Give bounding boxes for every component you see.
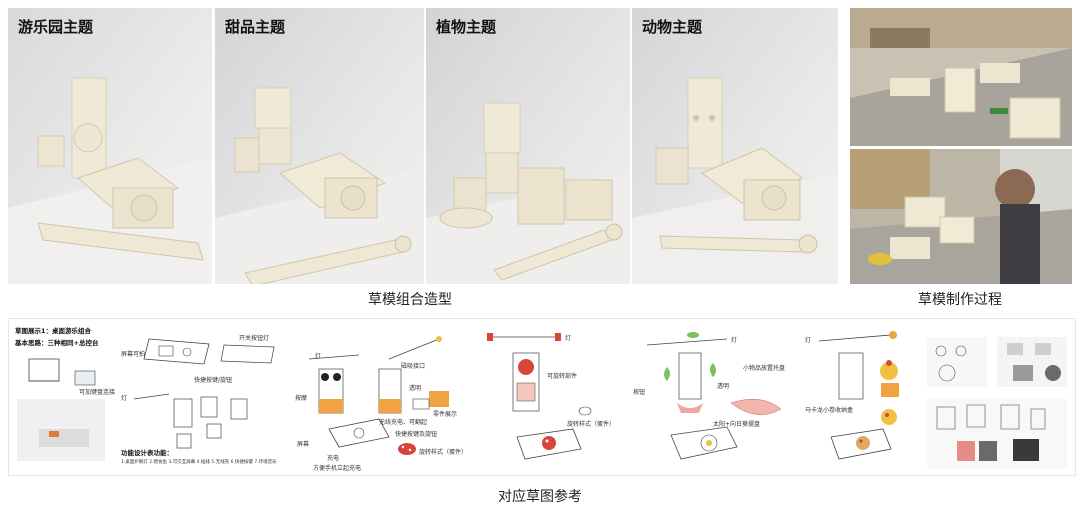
- sketch-note: 小物品放置托盘: [743, 365, 786, 372]
- sketch-panel-subtitle: 基本思路：三种相同+总控台: [15, 339, 99, 347]
- model-photo-image: [8, 8, 212, 284]
- sketch-drawing: [308, 336, 449, 455]
- photo-title: 动物主题: [642, 18, 703, 36]
- sketch-note: 充电: [327, 455, 340, 462]
- sketch-drawing: [17, 338, 275, 461]
- sketch-note: 零件展示: [433, 411, 458, 418]
- sketch-note: 可旋转部件: [547, 373, 578, 380]
- photo-plant-model: 植物主题: [426, 8, 630, 284]
- reference-images: [927, 337, 1067, 469]
- sketch-note: 透明: [717, 383, 730, 390]
- sketch-panel-3: 灯 可旋转部件 旋转样式（蛋件）: [477, 319, 625, 475]
- sketch-note: 马卡龙小卷收纳盒: [805, 407, 854, 414]
- photo-dessert-model: 甜品主题: [215, 8, 424, 284]
- sketch-note: 灯: [731, 337, 738, 344]
- photo-title: 游乐园主题: [18, 18, 94, 36]
- sketch-features-title: 功能设计表功能：: [121, 449, 173, 457]
- model-photo-image: [632, 8, 838, 284]
- photo-animal-model: 动物主题: [632, 8, 838, 284]
- sketch-note: 旋转样式（蛋件）: [419, 449, 468, 456]
- sketch-drawing: [818, 331, 899, 460]
- sketch-features: 1.桌面护眼灯 2.喂食鱼 3.可交互屏幕 4.插排 5.无线充 6.快捷按键 …: [121, 460, 277, 465]
- photo-process-top: [850, 8, 1072, 146]
- sketch-note: 按钮: [633, 389, 646, 396]
- caption-sketch-reference: 对应草图参考: [498, 489, 582, 505]
- model-photo-image: [426, 8, 630, 284]
- process-photo-image: [850, 8, 1072, 146]
- sketch-panel-4: 灯 按钮 透明 小物品放置托盘 太阳+向日葵摆盘: [627, 319, 799, 475]
- sketch-note: 快捷按键及旋钮: [395, 431, 438, 438]
- photo-amusement-park-model: 游乐园主题: [8, 8, 212, 284]
- sketch-note: 透明: [409, 385, 422, 392]
- photo-process-bottom: [850, 149, 1072, 284]
- sketch-panel-6: [917, 319, 1075, 475]
- sketch-note: 灯: [565, 335, 572, 342]
- caption-model-combinations: 草模组合造型: [368, 292, 452, 308]
- sketch-note: 旋转样式（蛋件）: [567, 421, 616, 428]
- sketch-strip: 草图展示1：桌面游乐组合 基本思路：三种相同+总控台 屏幕可拍 开关按钮灯 快捷…: [8, 318, 1076, 476]
- sketch-note: 无线充电、可翻起: [379, 419, 428, 426]
- sketch-note: 方便手机立起充电: [313, 465, 362, 472]
- sketch-panel-5: 灯 马卡龙小卷收纳盒: [801, 319, 915, 475]
- process-photo-image: [850, 149, 1072, 284]
- sketch-note: 可加键盘连接: [79, 389, 116, 396]
- caption-model-process: 草模制作过程: [918, 292, 1002, 308]
- sketch-note: 屏幕: [297, 441, 310, 448]
- sketch-note: 磁吸接口: [401, 363, 426, 370]
- sketch-panel-title: 草图展示1：桌面游乐组合: [15, 327, 92, 335]
- sketch-note: 灯: [121, 395, 128, 402]
- sketch-note: 灯: [315, 353, 322, 360]
- sketch-drawing: [646, 332, 782, 460]
- sketch-note: 太阳+向日葵摆盘: [713, 421, 761, 428]
- photo-title: 植物主题: [436, 18, 497, 36]
- sketch-note: 快捷按键/旋钮: [194, 377, 233, 384]
- photo-title: 甜品主题: [225, 18, 286, 36]
- sketch-note: 屏幕可拍: [121, 351, 146, 358]
- sketch-note: 开关按钮灯: [239, 335, 270, 342]
- model-photo-image: [215, 8, 424, 284]
- sketch-panel-2: 灯 按摩 磁吸接口 透明 零件展示 无线充电、可翻起 快捷按键及旋钮 旋转样式（…: [289, 319, 475, 475]
- sketch-note: 按摩: [295, 395, 308, 402]
- sketch-drawing: [487, 333, 592, 460]
- sketch-note: 灯: [805, 337, 812, 344]
- sketch-panel-1: 草图展示1：桌面游乐组合 基本思路：三种相同+总控台 屏幕可拍 开关按钮灯 快捷…: [9, 319, 287, 475]
